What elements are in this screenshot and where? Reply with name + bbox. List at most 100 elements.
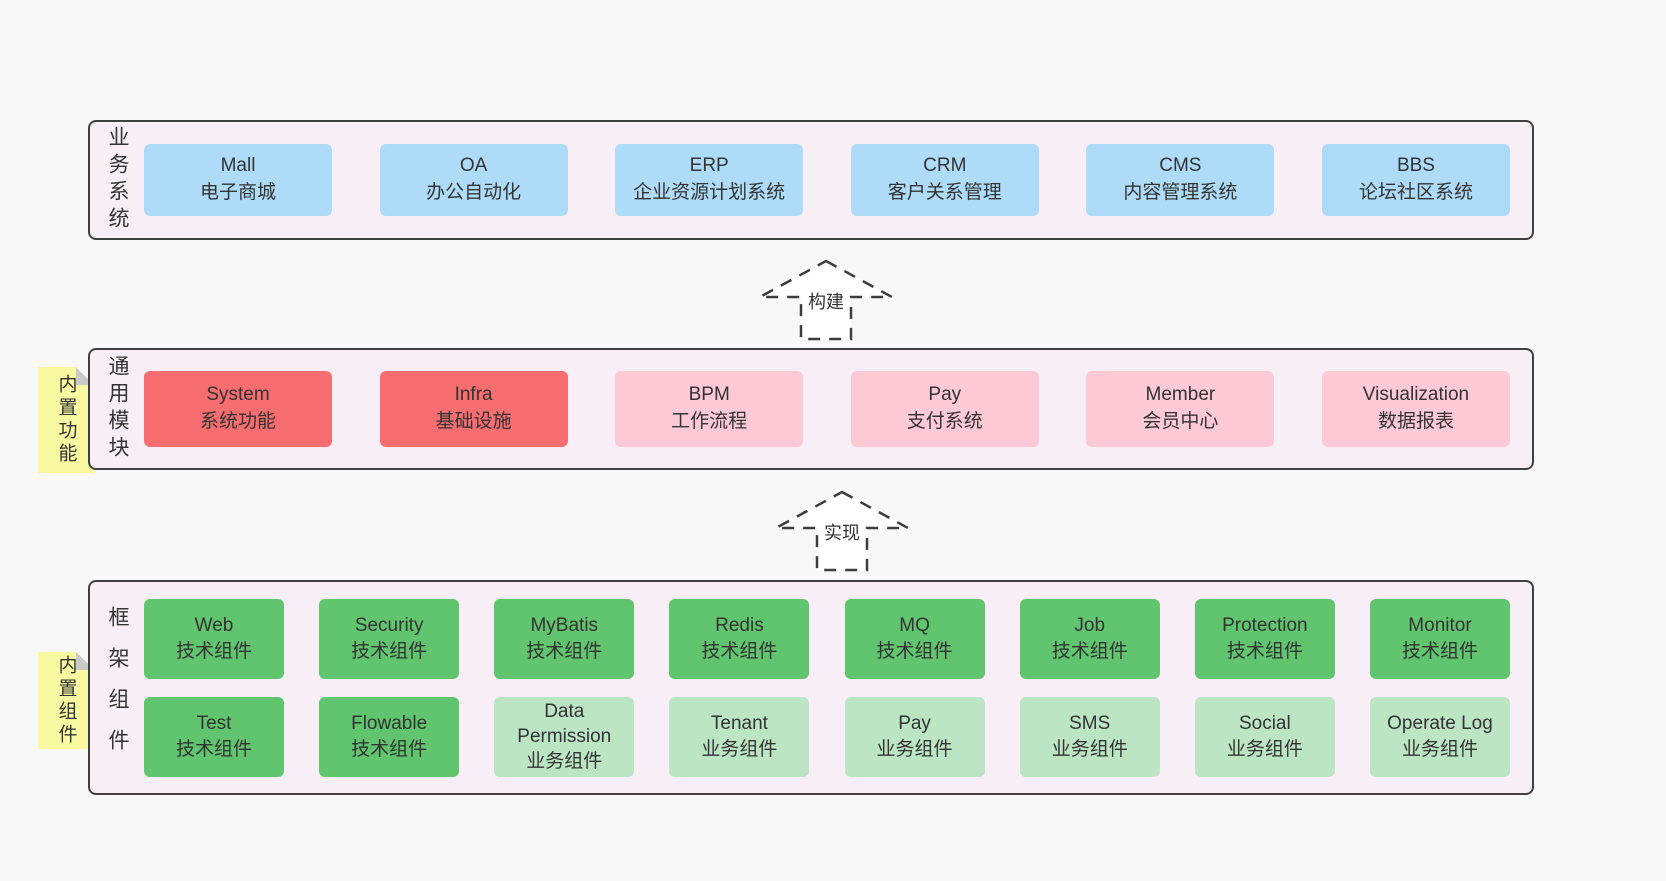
box-title: Security (354, 615, 424, 637)
box-row: System 系统功能 Infra 基础设施 BPM 工作流程 Pay 支付系统 Member 会… (144, 371, 1510, 447)
box-redis: Redis 技术组件 (669, 598, 810, 679)
box-subtitle: 数据报表 (1377, 411, 1454, 432)
box-title: Redis (715, 615, 764, 637)
box-title: Pay (898, 713, 931, 735)
arrow-label: 构建 (805, 287, 847, 315)
box-title: OA (459, 155, 488, 177)
box-title: BPM (688, 384, 730, 406)
box-title: ERP (689, 155, 729, 177)
sticky-note-label: 内置功能 (55, 374, 77, 466)
box-subtitle: 业务组件 (701, 738, 778, 760)
sticky-note-builtin-components: 内置组件 (38, 652, 94, 749)
box-subtitle: 客户关系管理 (887, 182, 1002, 203)
box-title: SMS (1069, 713, 1111, 735)
box-subtitle: 业务组件 (1226, 738, 1303, 760)
box-job: Job 技术组件 (1019, 598, 1160, 679)
box-mall: Mall 电子商城 (144, 144, 332, 216)
box-subtitle: 技术组件 (351, 738, 428, 760)
box-crm: CRM 客户关系管理 (850, 144, 1039, 216)
section-side-label: 业务系统 (106, 126, 129, 234)
box-grid: Mall 电子商城 OA 办公自动化 ERP 企业资源计划系统 CRM 客户关系管理 CMS 内容… (144, 122, 1532, 238)
box-subtitle: 技术组件 (526, 640, 603, 662)
box-title: MyBatis (530, 615, 599, 637)
box-subtitle: 业务组件 (1401, 738, 1478, 760)
box-title: Web (194, 615, 234, 637)
box-security: Security 技术组件 (319, 598, 460, 679)
box-title: System (206, 384, 270, 406)
box-title: Data Permission (517, 700, 612, 747)
box-title: Mall (220, 155, 256, 177)
box-title: Member (1145, 384, 1216, 406)
box-row: Mall 电子商城 OA 办公自动化 ERP 企业资源计划系统 CRM 客户关系管理 CMS 内容… (144, 144, 1510, 216)
box-subtitle: 论坛社区系统 (1358, 182, 1473, 203)
box-title: Pay (928, 384, 962, 406)
box-subtitle: 技术组件 (175, 738, 252, 760)
box-subtitle: 技术组件 (1226, 640, 1303, 662)
arrow-label: 实现 (821, 518, 863, 546)
sticky-note-builtin-features: 内置功能 (38, 367, 94, 473)
box-grid: System 系统功能 Infra 基础设施 BPM 工作流程 Pay 支付系统 Member 会… (144, 350, 1532, 468)
box-pay: Pay 支付系统 (850, 371, 1039, 447)
arrow-up-implement: 实现 (772, 486, 912, 574)
box-title: Operate Log (1387, 713, 1493, 735)
box-subtitle: 企业资源计划系统 (633, 182, 786, 203)
box-subtitle: 技术组件 (701, 640, 778, 662)
box-subtitle: 基础设施 (435, 411, 512, 432)
section-common-modules: 通用模块 System 系统功能 Infra 基础设施 BPM 工作流程 Pay 支付系统 Me… (88, 348, 1534, 470)
box-subtitle: 技术组件 (1401, 640, 1478, 662)
box-subtitle: 会员中心 (1142, 411, 1219, 432)
box-title: Monitor (1408, 615, 1472, 637)
box-system: System 系统功能 (144, 371, 332, 447)
box-subtitle: 技术组件 (351, 640, 428, 662)
box-subtitle: 内容管理系统 (1123, 182, 1238, 203)
box-sms: SMS 业务组件 (1019, 696, 1160, 777)
box-flowable: Flowable 技术组件 (319, 696, 460, 777)
box-subtitle: 业务组件 (876, 738, 953, 760)
box-mybatis: MyBatis 技术组件 (494, 598, 635, 679)
box-web: Web 技术组件 (144, 598, 284, 679)
box-pay: Pay 业务组件 (844, 696, 985, 777)
box-data-permission: Data Permission 业务组件 (494, 696, 635, 777)
box-protection: Protection 技术组件 (1194, 598, 1335, 679)
box-subtitle: 工作流程 (671, 411, 748, 432)
box-subtitle: 电子商城 (199, 182, 276, 203)
box-title: Social (1238, 713, 1291, 735)
box-title: Job (1074, 615, 1106, 637)
box-title: Protection (1222, 615, 1308, 637)
box-subtitle: 业务组件 (1051, 738, 1128, 760)
box-social: Social 业务组件 (1194, 696, 1335, 777)
section-side-label: 框架组件 (106, 605, 129, 770)
box-subtitle: 系统功能 (199, 411, 276, 432)
box-title: CRM (923, 155, 967, 177)
box-subtitle: 业务组件 (526, 751, 603, 773)
box-subtitle: 办公自动化 (426, 182, 522, 203)
box-cms: CMS 内容管理系统 (1086, 144, 1275, 216)
box-erp: ERP 企业资源计划系统 (615, 144, 804, 216)
box-title: CMS (1159, 155, 1202, 177)
section-business-systems: 业务系统 Mall 电子商城 OA 办公自动化 ERP 企业资源计划系统 CRM 客户关系管理… (88, 120, 1534, 240)
arrow-up-build: 构建 (756, 255, 896, 343)
box-infra: Infra 基础设施 (379, 371, 568, 447)
box-subtitle: 支付系统 (906, 411, 983, 432)
section-side-label: 通用模块 (106, 355, 129, 463)
box-oa: OA 办公自动化 (379, 144, 568, 216)
box-subtitle: 技术组件 (175, 640, 252, 662)
box-visualization: Visualization 数据报表 (1321, 371, 1510, 447)
box-title: Infra (454, 384, 493, 406)
box-title: MQ (899, 615, 930, 637)
box-title: Visualization (1362, 384, 1470, 406)
box-monitor: Monitor 技术组件 (1369, 598, 1510, 679)
box-title: Flowable (351, 713, 428, 735)
box-bpm: BPM 工作流程 (615, 371, 804, 447)
sticky-note-label: 内置组件 (55, 654, 77, 747)
box-subtitle: 技术组件 (1051, 640, 1128, 662)
box-member: Member 会员中心 (1086, 371, 1275, 447)
